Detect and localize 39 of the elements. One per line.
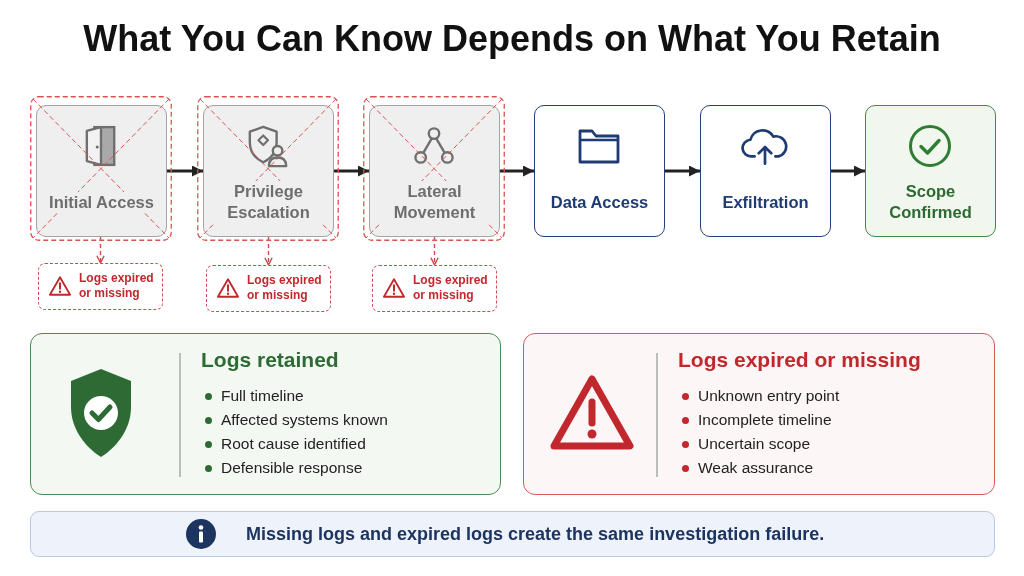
summary-panel: [523, 333, 995, 495]
arrow: [831, 165, 865, 177]
note-text: Missing logs and expired logs create the same investigation failure.: [246, 523, 825, 545]
bullet-item: Uncertain scope: [698, 434, 810, 454]
callout-text: Logs expired or missing: [79, 271, 155, 301]
arrow: [334, 165, 369, 177]
bullet-item: Full timeline: [221, 386, 304, 406]
panel-heading: Logs retained: [201, 347, 339, 373]
step-label: Scope Confirmed: [888, 181, 973, 223]
step-box: [700, 105, 831, 237]
bullet-item: Incomplete timeline: [698, 410, 832, 430]
dashed-arrow: [96, 236, 105, 264]
step-box: [369, 105, 500, 237]
step-box: [203, 105, 334, 237]
panel-heading: Logs expired or missing: [678, 347, 921, 373]
callout-text: Logs expired or missing: [413, 273, 489, 303]
step-box: [865, 105, 996, 237]
dashed-arrow: [264, 236, 273, 266]
step-label: Initial Access: [49, 191, 154, 213]
bullet-item: Weak assurance: [698, 458, 814, 478]
title: What You Can Know Depends on What You Retain: [83, 18, 941, 60]
bullet-item: Affected systems known: [221, 410, 388, 430]
summary-panel: [30, 333, 501, 495]
step-label: Data Access: [550, 191, 649, 213]
callout-box: [372, 265, 497, 312]
callout-box: [38, 263, 163, 310]
step-label: Exfiltration: [722, 191, 809, 213]
bullet-item: Defensible response: [221, 458, 363, 478]
arrow: [665, 165, 700, 177]
step-box: [36, 105, 167, 237]
callout-text: Logs expired or missing: [247, 273, 323, 303]
callout-box: [206, 265, 331, 312]
bullet-item: Root cause identified: [221, 434, 366, 454]
note-banner: [30, 511, 995, 557]
dashed-arrow: [430, 236, 439, 266]
arrow: [167, 165, 203, 177]
step-box: [534, 105, 665, 237]
bullet-item: Unknown entry point: [698, 386, 840, 406]
arrow: [500, 165, 534, 177]
